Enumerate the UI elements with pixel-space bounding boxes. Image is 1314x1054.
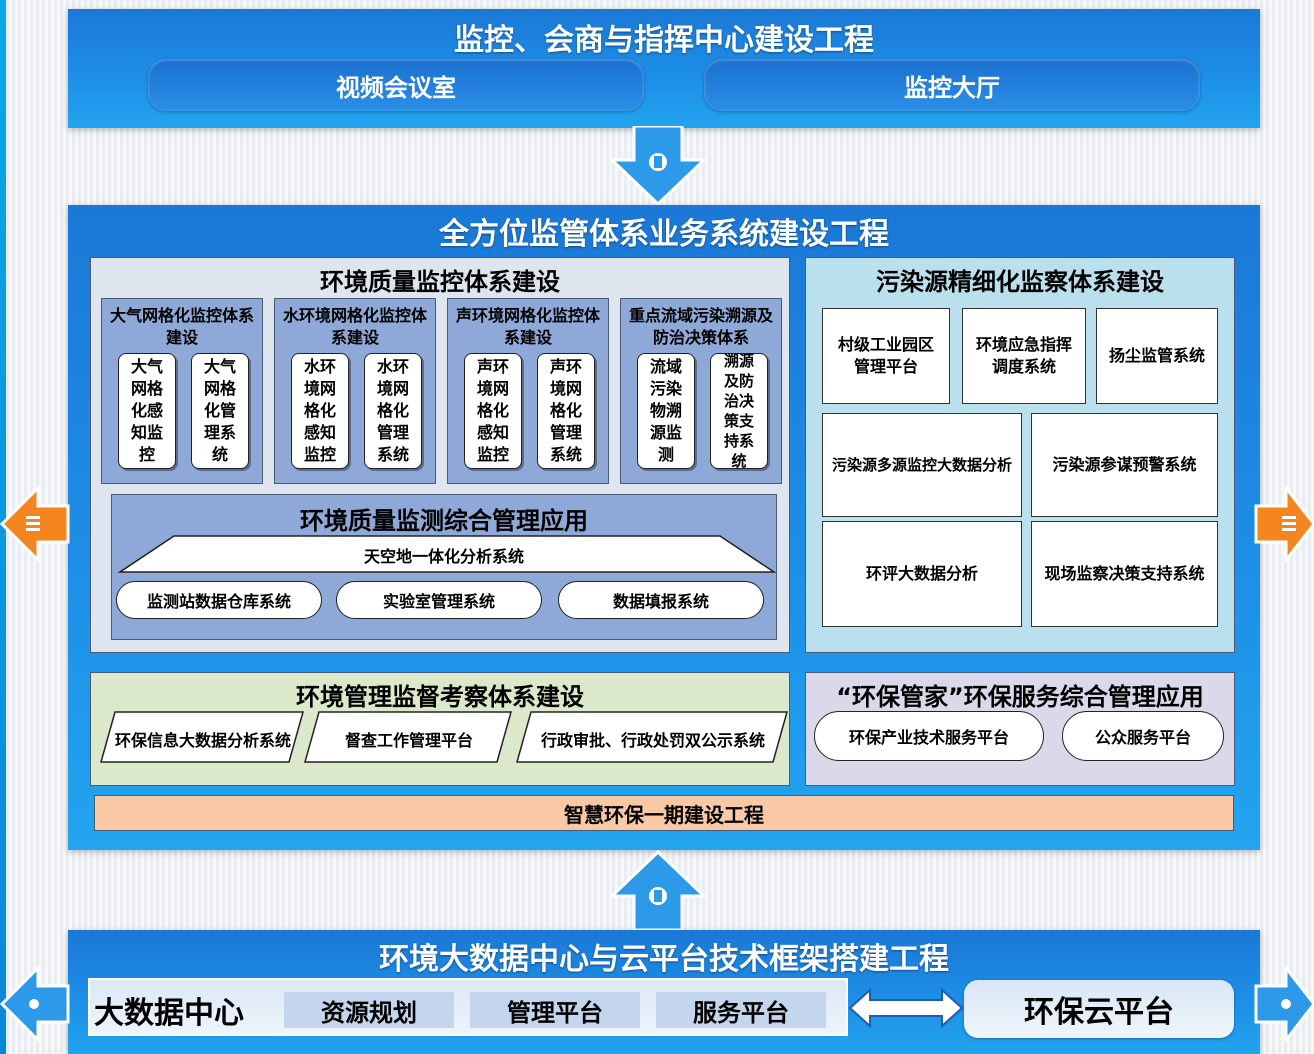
water-sensing-card[interactable]: 水环境网格化感知监控 bbox=[291, 353, 349, 469]
emergency-command-card[interactable]: 环境应急指挥调度系统 bbox=[962, 308, 1086, 404]
arrow-left-icon bbox=[0, 486, 70, 562]
eco-service-title: “环保管家”环保服务综合管理应用 bbox=[836, 683, 1204, 711]
public-service-pill[interactable]: 公众服务平台 bbox=[1062, 711, 1224, 761]
data-reporting-pill[interactable]: 数据填报系统 bbox=[558, 581, 764, 619]
phase-one-label: 智慧环保一期建设工程 bbox=[564, 802, 764, 827]
arrow-right-icon bbox=[1254, 966, 1314, 1042]
dust-supervision-card[interactable]: 扬尘监管系统 bbox=[1096, 308, 1218, 404]
parallelogram-shapes bbox=[100, 711, 788, 763]
eco-service-section: “环保管家”环保服务综合管理应用 环保产业技术服务平台 公众服务平台 bbox=[805, 672, 1235, 786]
industry-service-pill[interactable]: 环保产业技术服务平台 bbox=[814, 711, 1044, 761]
env-bigdata-system-item[interactable]: 环保信息大数据分析系统 bbox=[114, 731, 291, 750]
group-air-title: 大气网格化监控体系建设 bbox=[109, 306, 254, 347]
eco-cloud-platform-button[interactable]: 环保云平台 bbox=[964, 980, 1234, 1038]
quality-monitoring-title: 环境质量监控体系建设 bbox=[320, 268, 560, 296]
big-data-center-box: 大数据中心 资源规划 管理平台 服务平台 bbox=[88, 978, 848, 1036]
arrow-left-icon bbox=[0, 966, 70, 1042]
video-conference-button[interactable]: 视频会议室 bbox=[148, 59, 644, 111]
business-system-panel: 全方位监管体系业务系统建设工程 环境质量监控体系建设 大气网格化监控体系建设 大… bbox=[68, 205, 1260, 850]
watershed-monitor-card[interactable]: 流域污染物溯源监测 bbox=[637, 353, 695, 469]
arrow-up-icon bbox=[610, 850, 706, 932]
monitoring-application-section: 环境质量监测综合管理应用 天空地一体化分析系统 监测站数据仓库系统 实验室管理系… bbox=[111, 494, 777, 640]
air-management-card[interactable]: 大气网格化管理系统 bbox=[191, 353, 249, 469]
monitoring-application-title: 环境质量监测综合管理应用 bbox=[300, 507, 588, 535]
industrial-park-card[interactable]: 村级工业园区管理平台 bbox=[822, 308, 950, 404]
noise-management-card[interactable]: 声环境网格化管理系统 bbox=[537, 353, 595, 469]
group-noise: 声环境网格化监控体系建设 声环境网格化感知监控 声环境网格化管理系统 bbox=[447, 298, 609, 484]
laboratory-management-pill[interactable]: 实验室管理系统 bbox=[336, 581, 542, 619]
dual-publicity-item[interactable]: 行政审批、行政处罚双公示系统 bbox=[540, 731, 765, 750]
group-noise-title: 声环境网格化监控体系建设 bbox=[455, 306, 600, 347]
integrated-analysis-banner[interactable]: 天空地一体化分析系统 bbox=[363, 547, 524, 566]
data-center-panel: 环境大数据中心与云平台技术框架搭建工程 大数据中心 资源规划 管理平台 服务平台… bbox=[68, 930, 1260, 1054]
group-watershed: 重点流域污染溯源及防治决策体系 流域污染物溯源监测 溯源及防治决策支持系统 bbox=[620, 298, 782, 484]
service-platform-item[interactable]: 服务平台 bbox=[656, 992, 826, 1028]
command-center-title: 监控、会商与指挥中心建设工程 bbox=[454, 23, 874, 58]
management-platform-item[interactable]: 管理平台 bbox=[470, 992, 640, 1028]
double-arrow-icon bbox=[848, 988, 964, 1028]
data-center-title: 环境大数据中心与云平台技术框架搭建工程 bbox=[379, 942, 949, 977]
air-sensing-card[interactable]: 大气网格化感知监控 bbox=[118, 353, 176, 469]
banner-trapezoid-shape bbox=[118, 535, 776, 573]
water-management-card[interactable]: 水环境网格化管理系统 bbox=[364, 353, 422, 469]
arrow-right-icon bbox=[1254, 486, 1314, 562]
watershed-decision-card[interactable]: 溯源及防治决策支持系统 bbox=[710, 352, 768, 470]
big-data-center-label: 大数据中心 bbox=[94, 996, 244, 1031]
supervision-title: 环境管理监督考察体系建设 bbox=[296, 683, 584, 711]
station-warehouse-pill[interactable]: 监测站数据仓库系统 bbox=[116, 581, 322, 619]
phase-one-bar: 智慧环保一期建设工程 bbox=[94, 795, 1234, 831]
pollution-bigdata-card[interactable]: 污染源多源监控大数据分析 bbox=[822, 413, 1022, 517]
group-air: 大气网格化监控体系建设 大气网格化感知监控 大气网格化管理系统 bbox=[101, 298, 263, 484]
eia-bigdata-card[interactable]: 环评大数据分析 bbox=[822, 521, 1022, 627]
monitoring-hall-button[interactable]: 监控大厅 bbox=[704, 59, 1200, 111]
noise-sensing-card[interactable]: 声环境网格化感知监控 bbox=[464, 353, 522, 469]
supervision-section: 环境管理监督考察体系建设 环保信息大数据分析系统 督查工作管理平台 行政审批、行… bbox=[90, 672, 790, 786]
quality-monitoring-section: 环境质量监控体系建设 大气网格化监控体系建设 大气网格化感知监控 大气网格化管理… bbox=[90, 257, 790, 653]
business-system-title: 全方位监管体系业务系统建设工程 bbox=[439, 217, 889, 252]
pollution-warning-card[interactable]: 污染源参谋预警系统 bbox=[1031, 413, 1218, 517]
arrow-down-icon bbox=[610, 126, 706, 206]
resource-planning-item[interactable]: 资源规划 bbox=[284, 992, 454, 1028]
site-inspection-card[interactable]: 现场监察决策支持系统 bbox=[1031, 521, 1218, 627]
command-center-panel: 监控、会商与指挥中心建设工程 视频会议室 监控大厅 bbox=[68, 9, 1260, 128]
group-water: 水环境网格化监控体系建设 水环境网格化感知监控 水环境网格化管理系统 bbox=[274, 298, 436, 484]
pollution-inspection-title: 污染源精细化监察体系建设 bbox=[876, 268, 1164, 296]
group-watershed-title: 重点流域污染溯源及防治决策体系 bbox=[628, 306, 773, 347]
group-water-title: 水环境网格化监控体系建设 bbox=[282, 306, 427, 347]
inspection-management-item[interactable]: 督查工作管理平台 bbox=[344, 731, 473, 750]
pollution-inspection-section: 污染源精细化监察体系建设 村级工业园区管理平台 环境应急指挥调度系统 扬尘监管系… bbox=[805, 257, 1235, 653]
